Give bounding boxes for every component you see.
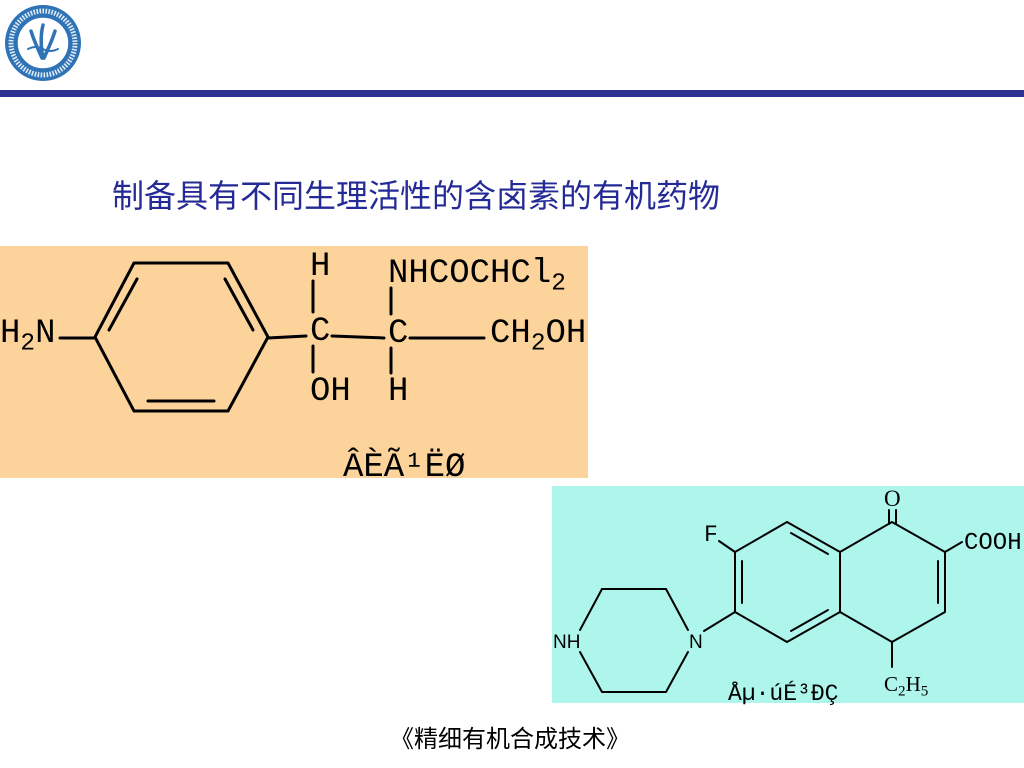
- bond-ring-piperazine: [703, 611, 736, 632]
- structure-panel-1: [0, 246, 588, 478]
- logo-lettering-band: [8, 8, 78, 78]
- label-fluoro: F: [704, 522, 718, 548]
- slide-title: 制备具有不同生理活性的含卤素的有机药物: [112, 178, 720, 214]
- label-carbon-1: C: [310, 313, 330, 351]
- bond-carbon-1-carbon-2: [330, 334, 386, 340]
- left-ring-double-bond-bottom: [790, 609, 829, 632]
- structure-2: O F COOH N NH C2H5 Åµ·úÉ³ÐÇ: [552, 486, 1024, 707]
- label-ring-n: N: [689, 632, 703, 653]
- benzene-double-bond-upper-right: [223, 277, 255, 332]
- bond-ring-carboxyl: [944, 541, 963, 553]
- label-hydroxymethyl: CH2OH: [490, 315, 586, 357]
- piperazine-bond-6: [665, 651, 689, 693]
- label-carboxyl: COOH: [964, 530, 1022, 557]
- logo-emblem-icon: [27, 23, 59, 60]
- benzene-double-bond-upper-left: [107, 277, 139, 332]
- piperazine-bond-3: [579, 588, 603, 631]
- header-rule: [0, 90, 1024, 97]
- bond-ring-carbon-1: [266, 334, 308, 340]
- label-ethyl: C2H5: [884, 672, 928, 700]
- piperazine-bond-1: [665, 588, 689, 631]
- label-lower-h: H: [388, 373, 408, 411]
- slide-footer: 《精细有机合成技术》: [390, 726, 630, 753]
- label-amide: NHCOCHCl2: [388, 255, 566, 297]
- label-oxo: O: [884, 486, 901, 511]
- logo-inner-rim: [16, 16, 70, 70]
- structure-2-caption: Åµ·úÉ³ÐÇ: [728, 680, 838, 707]
- structure-1-caption: ÂÈÃ¹ËØ: [343, 448, 465, 487]
- label-upper-h: H: [310, 248, 330, 286]
- structure-1: H2N H NHCOCHCl2 C C CH2OH OH H ÂÈÃ¹ËØ: [0, 246, 588, 487]
- bond-ring-fluoro: [718, 540, 736, 553]
- label-amino: H2N: [0, 315, 56, 357]
- label-ring-nh: NH: [553, 632, 580, 653]
- structure-panel-2: [552, 486, 1024, 703]
- left-ring-double-bond-top: [790, 532, 829, 555]
- label-carbon-2: C: [388, 315, 408, 353]
- logo-wave: [27, 46, 59, 52]
- school-logo: [5, 5, 81, 81]
- piperazine-ring: [579, 588, 689, 693]
- logo-leaf-middle: [39, 23, 45, 60]
- label-hydroxyl: OH: [310, 373, 351, 411]
- piperazine-bond-4: [579, 651, 603, 693]
- logo-leaf-right: [42, 29, 57, 60]
